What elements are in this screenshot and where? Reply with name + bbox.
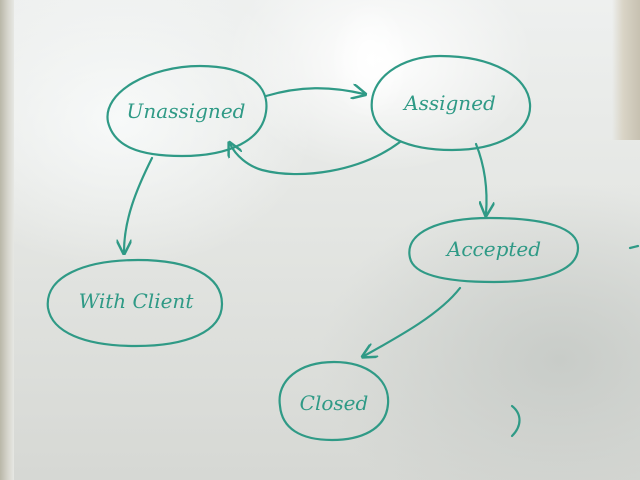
whiteboard-frame-right (612, 0, 640, 140)
node-unassigned-outline (106, 64, 268, 158)
node-closed-outline (278, 360, 390, 442)
arrow-unassigned-to-assigned (264, 88, 364, 96)
stray-mark-right (510, 404, 521, 438)
node-assigned-label: Assigned (402, 91, 496, 115)
node-closed-label: Closed (300, 391, 369, 415)
node-with-client-label: With Client (79, 289, 195, 313)
arrow-assigned-to-accepted (474, 142, 487, 214)
light-glare (330, 0, 410, 120)
whiteboard-frame-left (0, 0, 14, 480)
arrow-accepted-to-closed (364, 286, 462, 356)
arrow-assigned-to-unassigned (230, 142, 402, 176)
node-unassigned-label: Unassigned (127, 99, 246, 123)
node-with-client-outline (46, 258, 224, 348)
stray-mark-edge (628, 244, 640, 250)
node-accepted-outline (408, 216, 580, 284)
node-accepted-label: Accepted (445, 237, 541, 261)
arrow-unassigned-to-with-client (124, 156, 154, 252)
node-assigned-outline (370, 54, 532, 152)
